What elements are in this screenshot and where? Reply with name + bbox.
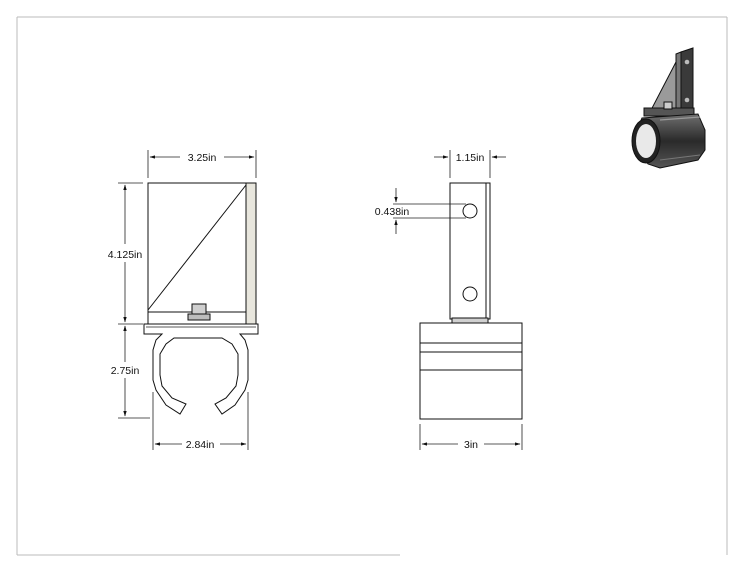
- side-view: [419, 182, 523, 420]
- front-view: [143, 182, 259, 415]
- side-dimensions: 1.15in 0.438in 3in: [375, 150, 523, 451]
- sheet-border: [16, 16, 728, 556]
- side-width-top-label: 1.15in: [456, 152, 485, 164]
- gusset-plate: [147, 182, 251, 325]
- front-dimensions: 3.25in 4.125in 2.75in 2.84in: [108, 150, 257, 451]
- bolt-head: [191, 303, 207, 315]
- side-hole-diameter-label: 0.438in: [375, 206, 410, 218]
- bolt-nut: [187, 313, 211, 321]
- front-width-bottom-label: 2.84in: [186, 439, 215, 451]
- side-width-bottom-label: 3in: [464, 439, 478, 451]
- isometric-view: [631, 47, 706, 169]
- front-height-bracket-label: 4.125in: [108, 249, 143, 261]
- upper-hole: [462, 203, 478, 219]
- clamp-body: [143, 323, 259, 415]
- lower-hole: [462, 286, 478, 302]
- plate-base: [451, 317, 489, 324]
- front-height-clamp-label: 2.75in: [111, 365, 140, 377]
- vertical-plate-edge: [245, 182, 257, 325]
- front-width-top-label: 3.25in: [188, 152, 217, 164]
- clamp-side: [419, 322, 523, 420]
